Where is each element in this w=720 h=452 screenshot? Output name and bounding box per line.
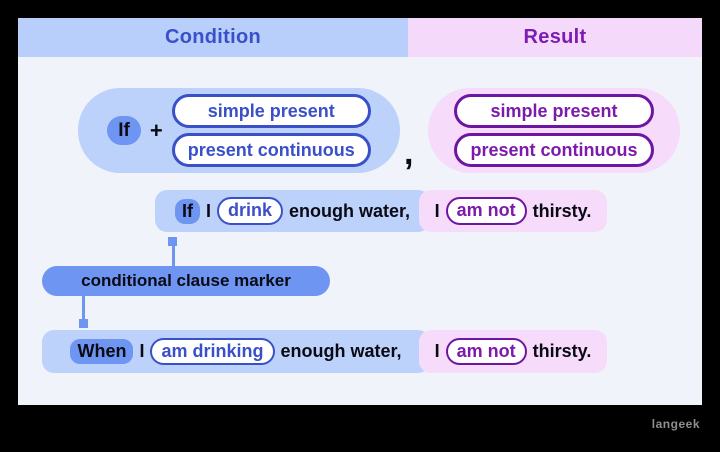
example1-result-verb: am not [445, 197, 527, 225]
tense-option-simple-present: simple present [454, 94, 654, 128]
plus-sign: + [149, 117, 163, 143]
example2-condition-subject: I [139, 341, 145, 361]
comma-separator: , [404, 134, 414, 172]
condition-header: Condition [18, 18, 408, 57]
example1-if-marker: If [174, 198, 200, 224]
example1-result-subject: I [434, 200, 440, 221]
result-header-label: Result [523, 26, 587, 48]
if-marker-chip: If [107, 116, 141, 145]
example1-result-clause: I am not thirsty. [419, 190, 607, 232]
example2-result-clause: I am not thirsty. [419, 330, 607, 373]
example2-condition-rest: enough water, [280, 341, 402, 361]
connector-line-top [172, 238, 175, 266]
example1-result-rest: thirsty. [532, 200, 592, 221]
result-header: Result [408, 18, 702, 57]
tense-option-present-continuous: present continuous [171, 133, 371, 167]
example1-condition-subject: I [205, 200, 211, 221]
connector-cap-top [168, 237, 177, 246]
example2-result-rest: thirsty. [532, 341, 592, 361]
connector-cap-bottom [79, 319, 88, 328]
example2-result-verb: am not [445, 337, 527, 366]
condition-tense-options: simple present present continuous [171, 94, 371, 167]
example2-condition-clause: When I am drinking enough water, [42, 330, 430, 373]
result-pattern-box: simple present present continuous [428, 88, 680, 173]
condition-header-label: Condition [164, 26, 261, 48]
condition-pattern-box: If + simple present present continuous [78, 88, 400, 173]
example1-condition-verb: drink [216, 197, 283, 225]
example1-condition-clause: If I drink enough water, [155, 190, 430, 232]
tense-option-present-continuous: present continuous [454, 133, 654, 167]
conditional-clause-marker-label: conditional clause marker [42, 266, 330, 296]
annotation-text: conditional clause marker [81, 271, 291, 290]
example2-result-subject: I [434, 341, 440, 361]
connector-line-bottom [82, 296, 85, 324]
tense-option-simple-present: simple present [171, 94, 371, 128]
example1-condition-rest: enough water, [289, 200, 411, 221]
watermark-logo: langeek [651, 417, 700, 431]
example2-when-marker: When [70, 339, 134, 364]
result-tense-options: simple present present continuous [454, 94, 654, 167]
example2-condition-verb: am drinking [150, 337, 275, 366]
diagram-canvas: Condition Result If + simple present pre… [18, 18, 702, 405]
